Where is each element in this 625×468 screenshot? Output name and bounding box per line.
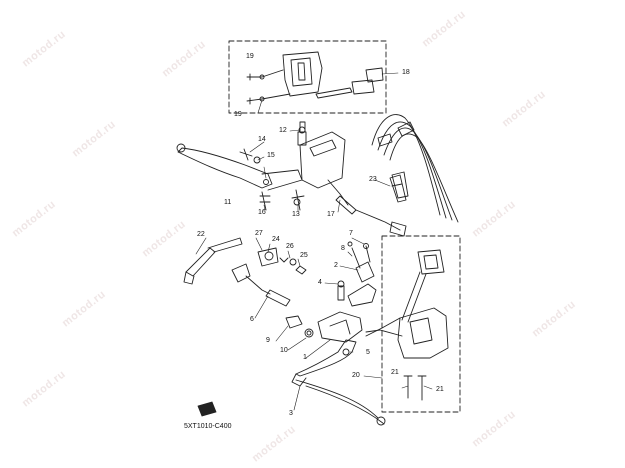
leader-lines — [195, 72, 433, 411]
callout-20: 20 — [352, 372, 360, 379]
handlebar-switch-top — [246, 51, 384, 105]
group-box-switch-top — [228, 40, 387, 114]
callout-5: 5 — [366, 349, 370, 356]
diagram-code: 5XT1010-C400 — [184, 423, 232, 430]
callout-9: 9 — [266, 337, 270, 344]
callout-3: 3 — [289, 410, 293, 417]
callout-25: 25 — [300, 252, 308, 259]
callout-17: 17 — [327, 211, 335, 218]
callout-24: 24 — [272, 236, 280, 243]
front-lever-upper — [176, 143, 303, 211]
callout-26: 26 — [286, 243, 294, 250]
handlebar-switch-right — [365, 249, 449, 401]
callout-7: 7 — [349, 230, 353, 237]
group-box-switch-right — [381, 235, 461, 413]
callout-27: 27 — [255, 230, 263, 237]
lever-holder-upper — [291, 121, 407, 237]
callout-21-left: 21 — [391, 369, 399, 376]
callout-22: 22 — [197, 231, 205, 238]
callout-13: 13 — [292, 211, 300, 218]
callout-10: 10 — [280, 347, 288, 354]
callout-6: 6 — [250, 316, 254, 323]
callout-14: 14 — [258, 136, 266, 143]
callout-19-bottom: 19 — [234, 111, 242, 118]
callout-15: 15 — [267, 152, 275, 159]
callout-18: 18 — [402, 69, 410, 76]
cable-bundle — [371, 114, 459, 223]
callout-23: 23 — [369, 176, 377, 183]
callout-4: 4 — [318, 279, 322, 286]
fwd-arrow-icon — [197, 401, 217, 417]
callout-1: 1 — [303, 354, 307, 361]
callout-21-right: 21 — [436, 386, 444, 393]
callout-16: 16 — [258, 209, 266, 216]
callout-8: 8 — [341, 245, 345, 252]
lower-lever-assembly — [183, 237, 386, 426]
callout-19-top: 19 — [246, 53, 254, 60]
callout-2: 2 — [334, 262, 338, 269]
callout-11: 11 — [224, 199, 232, 206]
switch-bracket — [389, 174, 407, 203]
callout-12: 12 — [279, 127, 287, 134]
